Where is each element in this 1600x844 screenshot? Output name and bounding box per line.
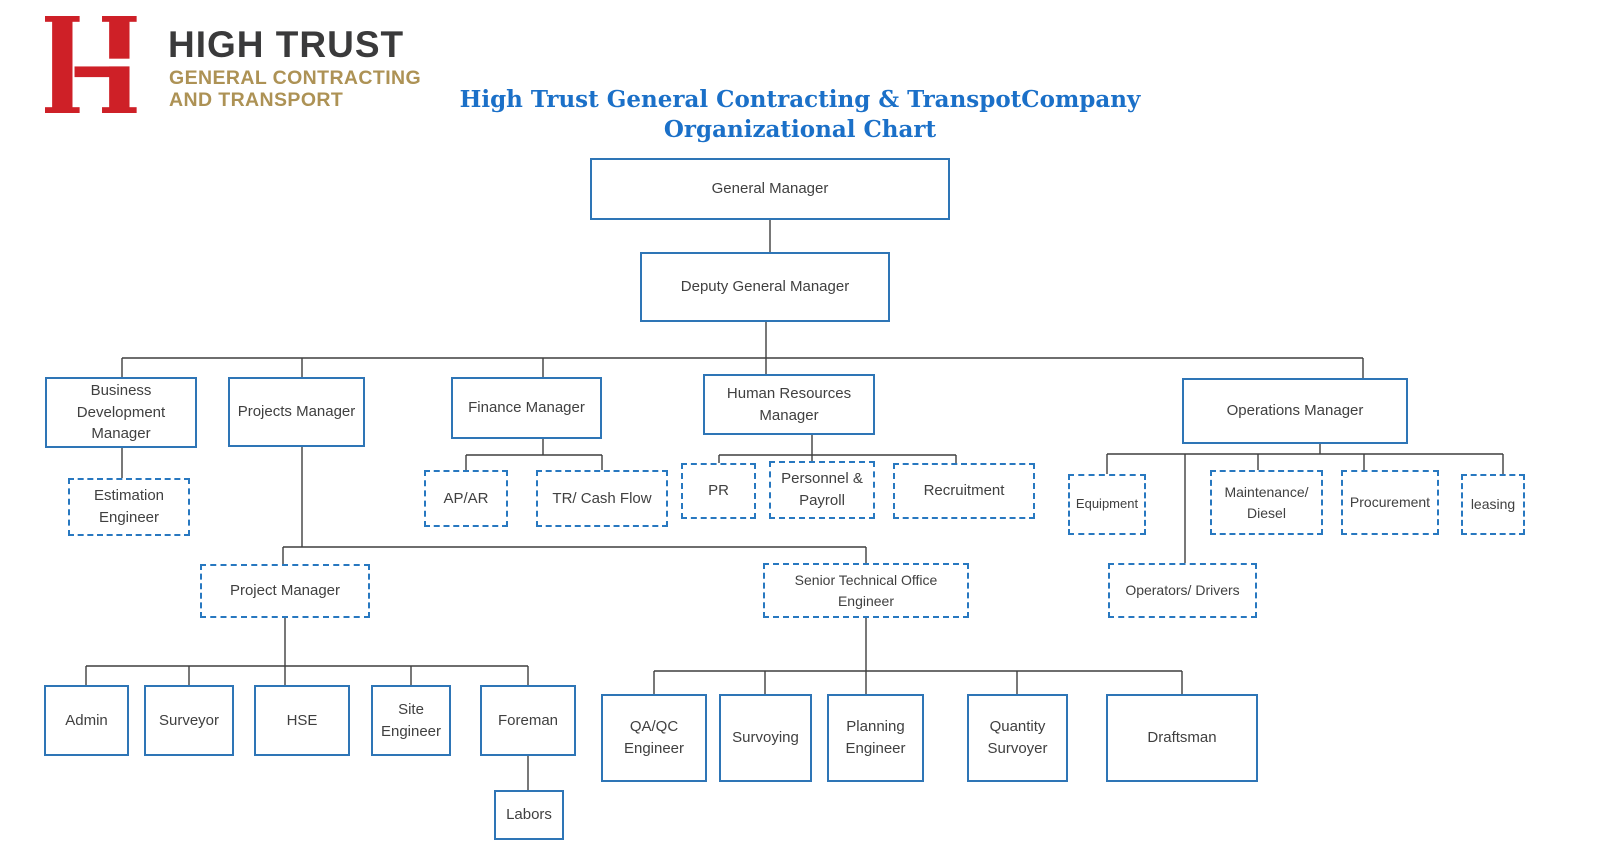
company-logo-tagline-1: GENERAL CONTRACTING — [169, 67, 422, 89]
org-node-labors: Labors — [494, 790, 564, 840]
org-node-survoying: Survoying — [719, 694, 812, 782]
org-node-personnel-payroll: Personnel & Payroll — [769, 461, 875, 519]
org-node-general-manager: General Manager — [590, 158, 950, 220]
org-node-foreman: Foreman — [480, 685, 576, 756]
org-node-ap-ar: AP/AR — [424, 470, 508, 527]
org-node-tr-cash-flow: TR/ Cash Flow — [536, 470, 668, 527]
chart-title-line-2: Organizational Chart — [663, 116, 937, 143]
org-node-projects-manager: Projects Manager — [228, 377, 365, 447]
chart-title-line-1: High Trust General Contracting & Transpo… — [459, 86, 1141, 113]
org-node-leasing: leasing — [1461, 474, 1525, 535]
org-node-maintenance-diesel: Maintenance/ Diesel — [1210, 470, 1323, 535]
org-node-site-engineer: Site Engineer — [371, 685, 451, 756]
org-node-operators-drivers: Operators/ Drivers — [1108, 563, 1257, 618]
org-node-quantity-survoyer: Quantity Survoyer — [967, 694, 1068, 782]
org-node-business-development-manager: Business Development Manager — [45, 377, 197, 448]
company-logo-name: HIGH TRUST — [168, 24, 405, 65]
org-node-pr: PR — [681, 463, 756, 519]
company-logo-hg-monogram-icon — [45, 16, 137, 113]
org-node-hse: HSE — [254, 685, 350, 756]
company-logo-tagline-2: AND TRANSPORT — [169, 89, 344, 111]
org-node-operations-manager: Operations Manager — [1182, 378, 1408, 444]
org-node-human-resources-manager: Human Resources Manager — [703, 374, 875, 435]
org-node-admin: Admin — [44, 685, 129, 756]
chart-title: High Trust General Contracting & Transpo… — [0, 85, 1600, 145]
org-node-qa-qc-engineer: QA/QC Engineer — [601, 694, 707, 782]
org-node-procurement: Procurement — [1341, 470, 1439, 535]
org-node-equipment: Equipment — [1068, 474, 1146, 535]
org-node-finance-manager: Finance Manager — [451, 377, 602, 439]
org-node-recruitment: Recruitment — [893, 463, 1035, 519]
org-node-draftsman: Draftsman — [1106, 694, 1258, 782]
org-node-surveyor: Surveyor — [144, 685, 234, 756]
org-node-estimation-engineer: Estimation Engineer — [68, 478, 190, 536]
org-node-senior-technical-office-engineer: Senior Technical Office Engineer — [763, 563, 969, 618]
org-node-planning-engineer: Planning Engineer — [827, 694, 924, 782]
org-node-deputy-general-manager: Deputy General Manager — [640, 252, 890, 322]
org-node-project-manager: Project Manager — [200, 564, 370, 618]
